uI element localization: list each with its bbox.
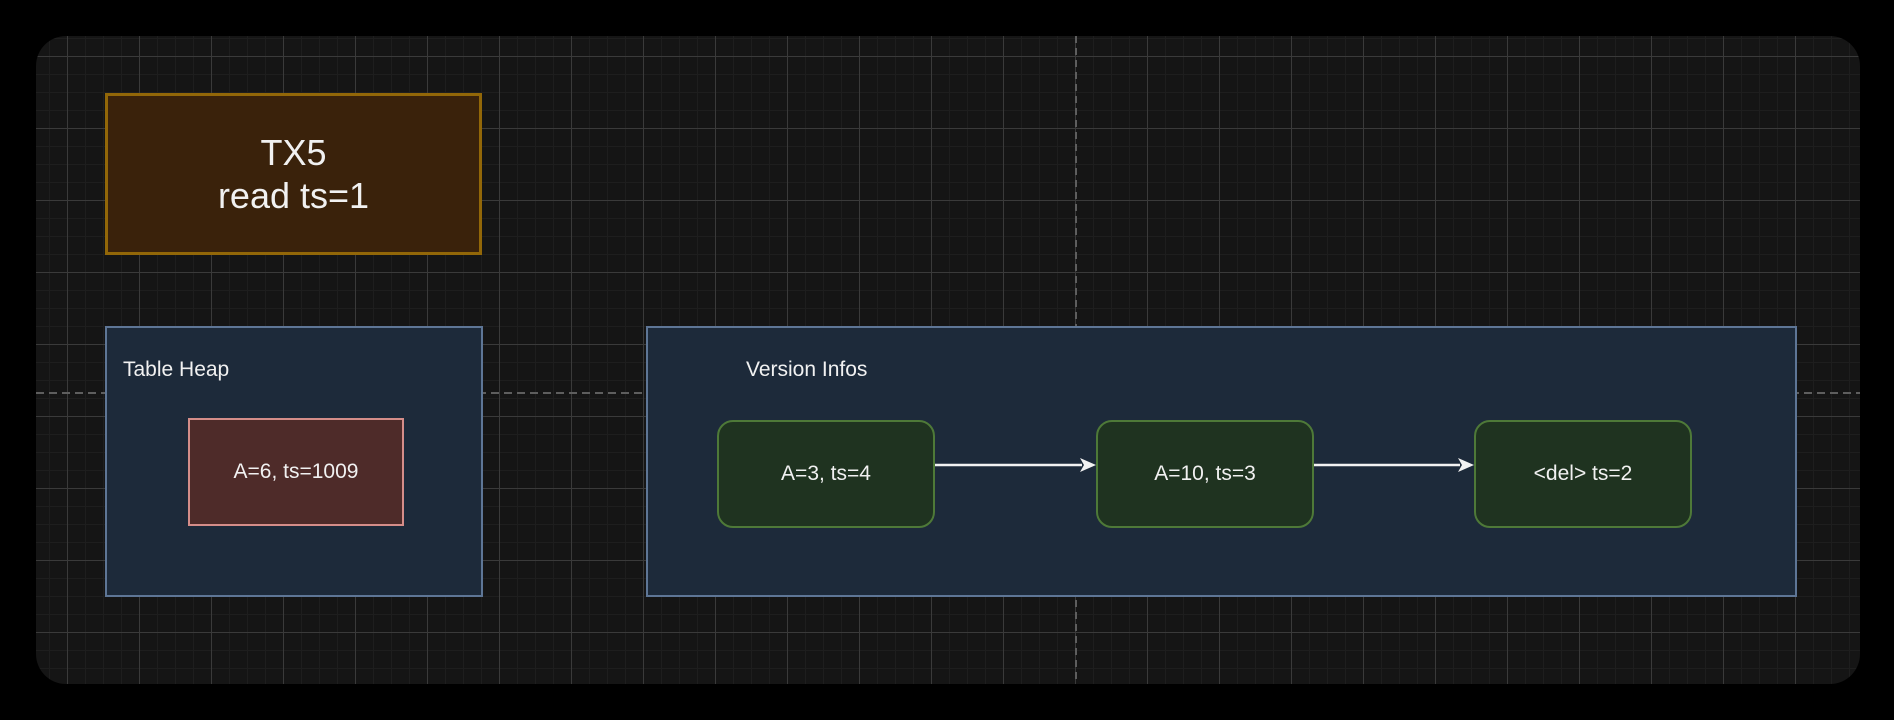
table-heap-container[interactable]: Table Heap A=6, ts=1009 (105, 326, 483, 597)
version-node-2-label: A=10, ts=3 (1154, 462, 1256, 485)
version-node-1-label: A=3, ts=4 (781, 462, 871, 485)
tx5-node-subtitle: read ts=1 (217, 175, 370, 216)
version-chain-arrow-2[interactable] (1314, 457, 1474, 473)
diagram-canvas[interactable]: TX5 read ts=1 Table Heap A=6, ts=1009 Ve… (36, 36, 1860, 684)
version-node-3[interactable]: <del> ts=2 (1474, 420, 1692, 528)
version-node-3-label: <del> ts=2 (1533, 462, 1633, 485)
version-chain-arrow-1[interactable] (935, 457, 1096, 473)
tx5-transaction-node[interactable]: TX5 read ts=1 (105, 93, 482, 255)
version-node-1[interactable]: A=3, ts=4 (717, 420, 935, 528)
table-heap-title: Table Heap (123, 358, 230, 381)
version-node-2[interactable]: A=10, ts=3 (1096, 420, 1314, 528)
version-infos-container[interactable]: Version Infos A=3, ts=4 A=10, ts=3 <del>… (646, 326, 1797, 597)
heap-tuple-label: A=6, ts=1009 (233, 460, 359, 483)
version-infos-title: Version Infos (746, 358, 868, 381)
tx5-node-title: TX5 (260, 132, 327, 173)
heap-tuple-node[interactable]: A=6, ts=1009 (188, 418, 404, 526)
